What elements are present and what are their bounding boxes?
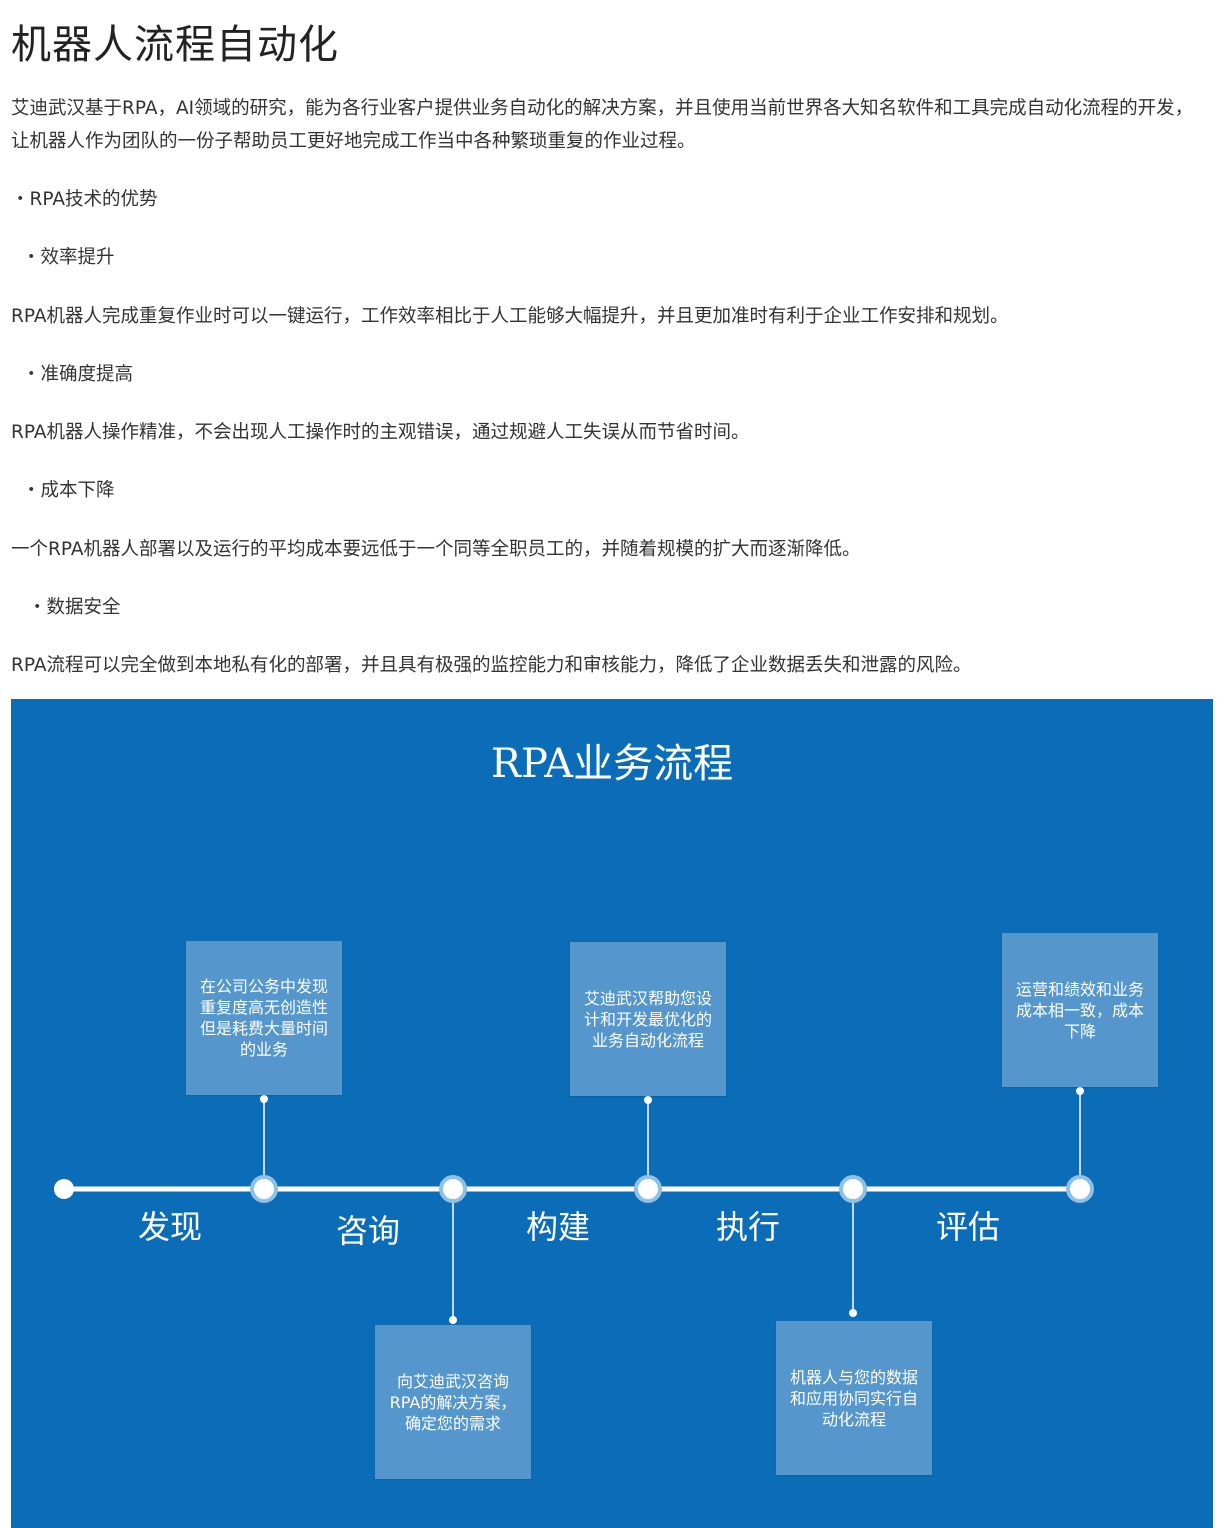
- section-text-efficiency: RPA机器人完成重复作业时可以一键运行，工作效率相比于人工能够大幅提升，并且更加…: [11, 306, 1009, 327]
- section-heading-efficiency: ・效率提升: [22, 247, 115, 268]
- card-text: 艾迪武汉帮助您设计和开发最优化的业务自动化流程: [583, 988, 712, 1050]
- stage-label-execute: 执行: [716, 1208, 781, 1246]
- page-title: 机器人流程自动化: [11, 22, 339, 68]
- intro-paragraph: 艾迪武汉基于RPA，AI领域的研究，能为各行业客户提供业务自动化的解决方案，并且…: [11, 98, 1194, 152]
- stage-label-build: 构建: [526, 1208, 591, 1246]
- section-heading-cost: ・成本下降: [22, 480, 115, 501]
- connector-dot-5: [1076, 1087, 1084, 1095]
- section-heading-security: ・数据安全: [28, 597, 121, 618]
- connector-dot-3: [644, 1096, 652, 1104]
- connector-dot-1: [260, 1095, 268, 1103]
- connector-dot-4: [849, 1309, 857, 1317]
- process-card-execute: 机器人与您的数据和应用协同实行自动化流程: [776, 1321, 932, 1475]
- card-text: 向艾迪武汉咨询RPA的解决方案，确定您的需求: [389, 1371, 517, 1433]
- diagram-title: RPA业务流程: [490, 741, 734, 787]
- process-card-build: 艾迪武汉帮助您设计和开发最优化的业务自动化流程: [570, 942, 726, 1096]
- connector-dot-2: [449, 1316, 457, 1324]
- section-text-accuracy: RPA机器人操作精准，不会出现人工操作时的主观错误，通过规避人工失误从而节省时间…: [11, 422, 750, 443]
- timeline-node-4: [839, 1175, 867, 1203]
- process-card-consult: 向艾迪武汉咨询RPA的解决方案，确定您的需求: [375, 1325, 531, 1479]
- timeline-node-3: [634, 1175, 662, 1203]
- timeline-node-1: [250, 1175, 278, 1203]
- timeline-start-node: [54, 1179, 74, 1199]
- stage-label-evaluate: 评估: [936, 1208, 1001, 1246]
- advantages-heading: ・RPA技术的优势: [11, 189, 158, 210]
- timeline-node-5: [1066, 1175, 1094, 1203]
- card-text: 运营和绩效和业务成本相一致，成本下降: [1015, 979, 1144, 1041]
- card-text: 在公司公务中发现重复度高无创造性但是耗费大量时间的业务: [199, 977, 328, 1059]
- stage-label-discover: 发现: [138, 1208, 203, 1246]
- process-card-discover: 在公司公务中发现重复度高无创造性但是耗费大量时间的业务: [186, 941, 342, 1095]
- section-heading-accuracy: ・准确度提高: [22, 364, 134, 385]
- section-text-cost: 一个RPA机器人部署以及运行的平均成本要远低于一个同等全职员工的，并随着规模的扩…: [11, 539, 861, 560]
- timeline-svg: [54, 1087, 1094, 1324]
- timeline-node-2: [439, 1175, 467, 1203]
- section-text-security: RPA流程可以完全做到本地私有化的部署，并且具有极强的监控能力和审核能力，降低了…: [11, 655, 972, 676]
- stage-label-consult: 咨询: [336, 1212, 401, 1250]
- process-card-evaluate: 运营和绩效和业务成本相一致，成本下降: [1002, 933, 1158, 1087]
- card-text: 机器人与您的数据和应用协同实行自动化流程: [789, 1367, 918, 1429]
- rpa-process-diagram: RPA业务流程 在公司公务中发现重复度高无创造性但是耗费大量时间的业务 向艾迪武…: [11, 699, 1213, 1528]
